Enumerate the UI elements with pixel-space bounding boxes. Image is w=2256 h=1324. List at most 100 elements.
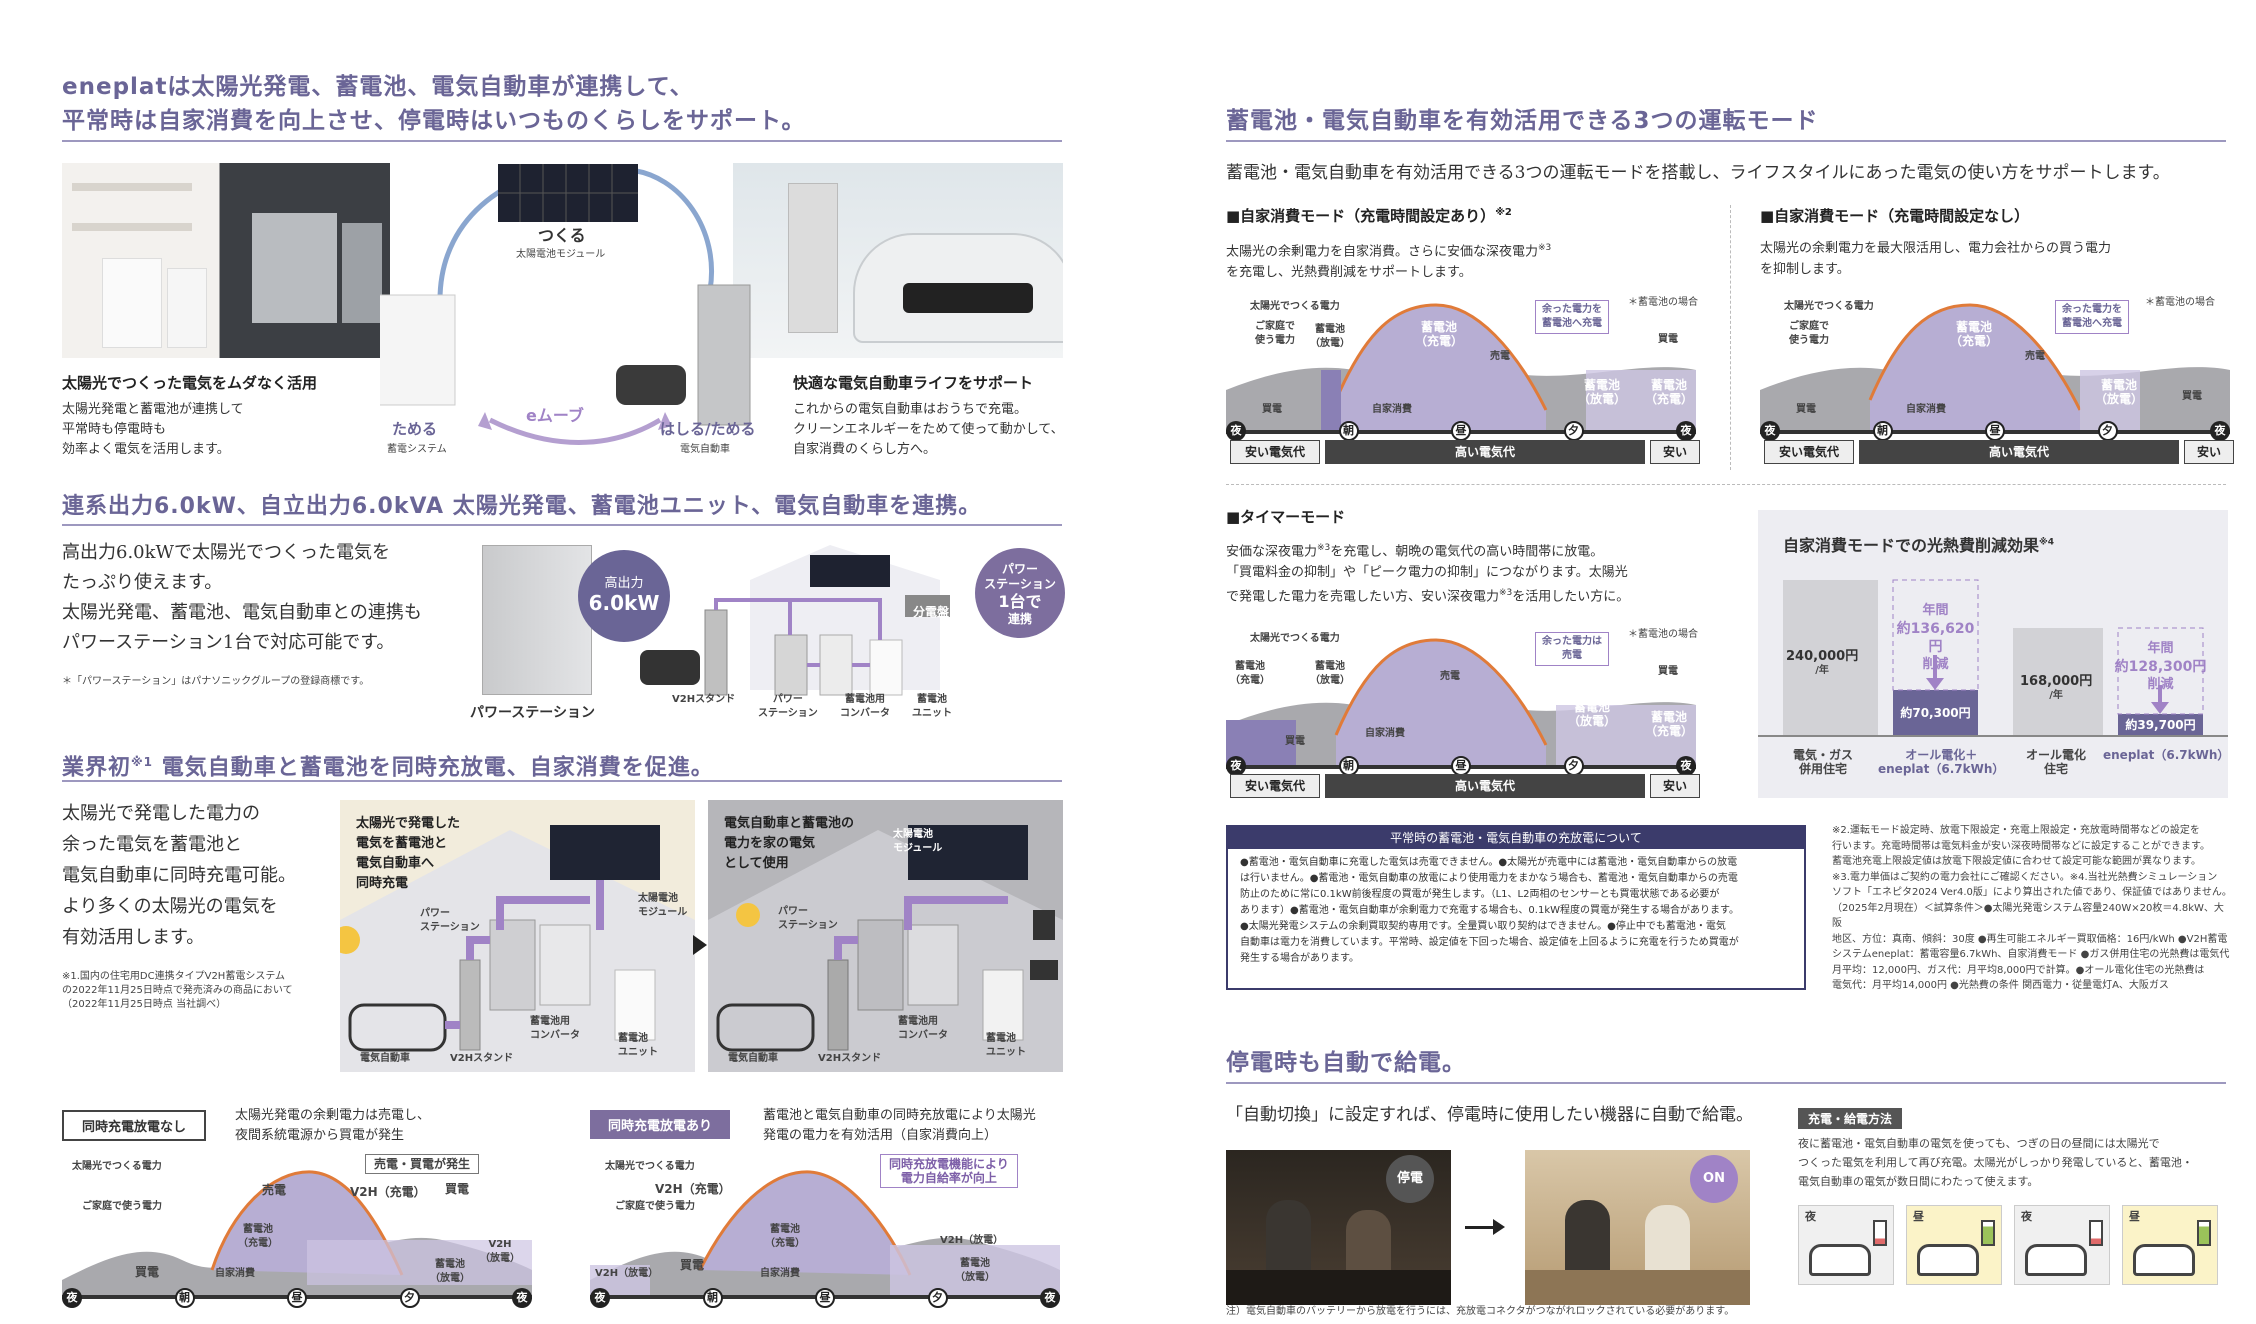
mode1-chart xyxy=(1226,303,1696,434)
mode2-home-label: ご家庭で 使う電力 xyxy=(1789,321,1829,346)
mode2-batd-label: 蓄電池 （放電） xyxy=(2095,378,2144,406)
hero-right-title: 快適な電気自動車ライフをサポート xyxy=(793,374,1034,392)
arrow-right-icon xyxy=(693,935,707,955)
panel-board-label: 分電盤 xyxy=(913,605,950,619)
outage-body: 「自動切換」に設定すれば、停電時に使用したい機器に自動で給電。 xyxy=(1226,1105,1753,1125)
mode2-batc-label: 蓄電池 （充電） xyxy=(1950,320,1999,348)
right-title-rule xyxy=(1226,140,2226,142)
c1-sell: 売電 xyxy=(262,1183,287,1197)
sec2-title: 連系出力6.0kW、自立出力6.0kVA 太陽光発電、蓄電池ユニット、電気自動車… xyxy=(62,494,982,519)
mode2-buy-right: 買電 xyxy=(2182,391,2202,402)
effect-x2: オール電化＋ eneplat（6.7kWh） xyxy=(1878,748,2005,776)
night-unit-label: 蓄電池 ユニット xyxy=(986,1033,1026,1058)
c1-v2hd: V2H （放電） xyxy=(480,1239,520,1264)
mode1-sun-label: 太陽光でつくる電力 xyxy=(1250,301,1340,312)
mode2-bubble: 余った電力を 蓄電池へ充電 xyxy=(2055,300,2129,334)
high-output-badge: 高出力 6.0kW xyxy=(578,550,670,642)
m1-time-2: 昼 xyxy=(1451,421,1471,441)
mode2-body: 太陽光の余剰電力を最大限活用し、電力会社からの買う電力を抑制します。 xyxy=(1760,241,2112,277)
c1-v2hc: V2H（充電） xyxy=(350,1185,426,1199)
mode2-self-label: 自家消費 xyxy=(1906,404,1946,415)
cycle-step-3: 昼 xyxy=(2122,1205,2218,1285)
mode3-sell-label: 売電 xyxy=(1440,671,1460,682)
c2-buy: 買電 xyxy=(680,1258,705,1272)
panel-label: 太陽電池モジュール xyxy=(516,249,606,260)
headline-rule xyxy=(62,140,1062,142)
headline-line-2: 平常時は自家消費を向上させ、停電時はいつものくらしをサポート。 xyxy=(62,108,806,134)
effect-after1: 約70,300円 xyxy=(1900,706,1971,720)
hero-left-title: 太陽光でつくった電気をムダなく活用 xyxy=(62,374,318,392)
mode1-battery-case: ＊蓄電池の場合 xyxy=(1628,297,1698,308)
m1-time-1: 朝 xyxy=(1338,421,1359,441)
power-station-label: パワーステーション xyxy=(470,705,596,721)
cmp1-time-1: 朝 xyxy=(174,1288,195,1308)
mode3-sun-label: 太陽光でつくる電力 xyxy=(1250,633,1340,644)
mode3-batd2-label: 蓄電池 （放電） xyxy=(1568,700,1617,728)
mode1-sell-label: 売電 xyxy=(1490,351,1510,362)
c1-bubble: 売電・買電が発生 xyxy=(365,1154,480,1174)
night-module-label: 太陽電池 モジュール xyxy=(893,829,943,854)
mode1-self-label: 自家消費 xyxy=(1372,404,1412,415)
c2-self: 自家消費 xyxy=(760,1268,800,1279)
mode2-buy-left: 買電 xyxy=(1796,404,1816,415)
sec2-connection-diagram xyxy=(640,545,950,696)
v2h-stand-label: V2Hスタンド xyxy=(672,694,736,705)
day-scene: 太陽光で発電した電気を蓄電池と電気自動車へ同時充電 パワー ステーション 太陽電… xyxy=(340,800,695,1072)
m3-cost-0: 安い電気代 xyxy=(1230,774,1320,798)
c1-bat2: 蓄電池 （放電） xyxy=(430,1259,470,1284)
hashiru-label: はしる/ためる xyxy=(660,420,756,438)
mode3-battery-case: ＊蓄電池の場合 xyxy=(1628,629,1698,640)
m3-time-1: 朝 xyxy=(1338,756,1359,776)
sec2-rule xyxy=(62,524,1062,526)
car-icon xyxy=(1809,1244,1871,1276)
hero-right-body-2: クリーンエネルギーをためて使って動かして、 xyxy=(793,422,1064,437)
effect-bar1-value: 240,000円/年 xyxy=(1786,649,1859,676)
ps-label-small: パワー ステーション xyxy=(758,694,818,719)
day-v2h-label: V2Hスタンド xyxy=(450,1053,514,1064)
outage-note: 注）電気自動車のバッテリーから放電を行うには、充放電コネクタがつながれロックされ… xyxy=(1226,1306,1735,1317)
m1-time-3: 夕 xyxy=(1563,421,1584,441)
mode2-sell-label: 売電 xyxy=(2025,351,2045,362)
cycle-time-label: 昼 xyxy=(2129,1210,2140,1223)
effect-save1: 年間約136,620円削減 xyxy=(1896,603,1975,672)
c2-bubble: 同時充放電機能により 電力自給率が向上 xyxy=(880,1154,1018,1188)
mode3-batc-label: 蓄電池 （充電） xyxy=(1230,661,1270,686)
c2-v2hc: V2H（充電） xyxy=(655,1182,731,1196)
m1-time-0: 夜 xyxy=(1226,421,1246,441)
m2-time-4: 夜 xyxy=(2210,421,2230,441)
emove-label: eムーブ xyxy=(526,406,584,425)
cmp2-time-2: 昼 xyxy=(815,1288,835,1308)
effect-x3: オール電化 住宅 xyxy=(2026,748,2087,776)
mode2-title: ■自家消費モード（充電時間設定なし） xyxy=(1760,207,2030,225)
cmp2-time-0: 夜 xyxy=(590,1288,610,1308)
mode3-body: 安価な深夜電力※3を充電し、朝晩の電気代の高い時間帯に放電。 「買電料金の抑制」… xyxy=(1226,543,1630,605)
outage-off-badge: 停電 xyxy=(1386,1155,1434,1203)
mode3-batd-label: 蓄電池 （放電） xyxy=(1310,661,1350,686)
cycle-time-label: 夜 xyxy=(1805,1210,1816,1223)
sec3-note: ※1.国内の住宅用DC連携タイプV2H蓄電システムの2022年11月25日時点で… xyxy=(62,971,293,1010)
m3-time-3: 夕 xyxy=(1563,756,1584,776)
mode1-bubble: 余った電力を 蓄電池へ充電 xyxy=(1535,300,1609,334)
m3-time-0: 夜 xyxy=(1226,756,1246,776)
m3-cost-2: 安い xyxy=(1650,774,1700,798)
method-body: 夜に蓄電池・電気自動車の電気を使っても、つぎの日の昼間には太陽光でつくった電気を… xyxy=(1798,1137,2193,1188)
effect-after2: 約39,700円 xyxy=(2125,718,2196,732)
headline-line-1: eneplatは太陽光発電、蓄電池、電気自動車が連携して、 xyxy=(62,74,694,100)
outage-title: 停電時も自動で給電。 xyxy=(1226,1050,1466,1076)
m2-cost-0: 安い電気代 xyxy=(1764,440,1854,464)
mode3-buy-right: 買電 xyxy=(1658,666,1678,677)
outage-photo-on: ON xyxy=(1525,1150,1750,1305)
power-station-image xyxy=(482,545,592,695)
cmp2-time-3: 夕 xyxy=(927,1288,948,1308)
day-converter-label: 蓄電池用 コンバータ xyxy=(530,1016,580,1041)
converter-label: 蓄電池用 コンバータ xyxy=(840,694,890,719)
m2-time-0: 夜 xyxy=(1760,421,1780,441)
hero-cycle-diagram xyxy=(380,164,751,445)
c1-buy2: 買電 xyxy=(135,1265,160,1279)
c2-home-label: ご家庭で使う電力 xyxy=(615,1201,695,1212)
notice-title: 平常時の蓄電池・電気自動車の充放電について xyxy=(1228,827,1804,849)
c2-sun-label: 太陽光でつくる電力 xyxy=(605,1161,695,1172)
sec2-body: 高出力6.0kWで太陽光でつくった電気をたっぷり使えます。太陽光発電、蓄電池、電… xyxy=(62,542,422,653)
